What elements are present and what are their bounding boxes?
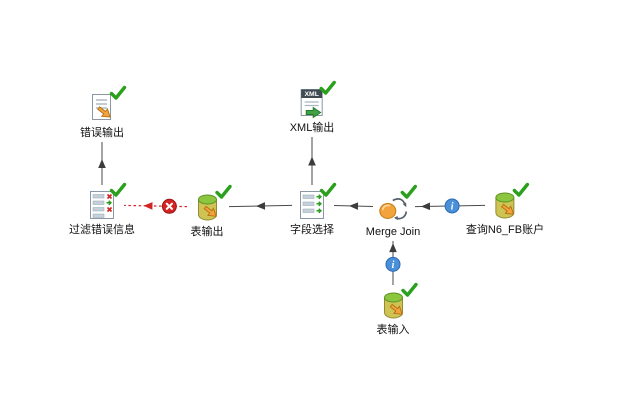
xml-output-icon: XML — [296, 80, 337, 119]
step-merge-join[interactable]: Merge Join — [365, 184, 421, 239]
step-label: XML输出 — [289, 122, 335, 134]
database-icon — [191, 184, 232, 223]
hop-arrowhead-icon — [256, 202, 266, 210]
success-check-icon — [214, 184, 232, 200]
database-icon — [377, 282, 418, 321]
merge-join-icon — [377, 184, 418, 223]
success-check-icon — [512, 182, 530, 198]
hop-error-icon[interactable] — [161, 198, 177, 214]
step-label: 错误输出 — [80, 127, 124, 139]
step-error-output[interactable]: 错误输出 — [80, 85, 127, 140]
step-label: 查询N6_FB账户 — [465, 224, 545, 236]
success-check-icon — [319, 80, 337, 96]
hop-arrowhead-icon — [308, 156, 316, 166]
svg-text:i: i — [451, 202, 454, 213]
step-label: 表输出 — [190, 226, 224, 238]
svg-text:XML: XML — [305, 91, 319, 98]
step-label: 过滤错误信息 — [69, 224, 135, 236]
svg-text:i: i — [392, 260, 395, 271]
step-xml-output[interactable]: XML XML输出 — [289, 80, 337, 135]
success-check-icon — [109, 182, 127, 198]
hop-arrowhead-icon — [420, 202, 431, 211]
step-table-output[interactable]: 表输出 — [190, 184, 232, 239]
step-query-account[interactable]: 查询N6_FB账户 — [465, 182, 545, 237]
step-label: 字段选择 — [290, 224, 334, 236]
step-label: Merge Join — [365, 226, 421, 238]
hop-info-icon[interactable]: i — [444, 198, 460, 214]
database-icon — [489, 182, 530, 221]
step-label: 表输入 — [376, 324, 410, 336]
hop-arrowhead-icon — [349, 202, 359, 210]
hop-info-icon[interactable]: i — [385, 256, 401, 272]
success-check-icon — [109, 85, 127, 101]
success-check-icon — [319, 182, 337, 198]
hop-arrowhead-icon — [98, 159, 106, 168]
hop-arrowhead-icon — [389, 243, 397, 253]
step-table-input[interactable]: 表输入 — [376, 282, 418, 337]
select-values-icon — [296, 182, 337, 221]
step-filter-error[interactable]: 过滤错误信息 — [69, 182, 135, 237]
filter-rows-icon — [86, 182, 127, 221]
step-select-values[interactable]: 字段选择 — [290, 182, 337, 237]
hop-arrowhead-icon — [143, 202, 153, 210]
success-check-icon — [400, 184, 418, 200]
success-check-icon — [400, 282, 418, 298]
file-output-icon — [86, 85, 127, 124]
